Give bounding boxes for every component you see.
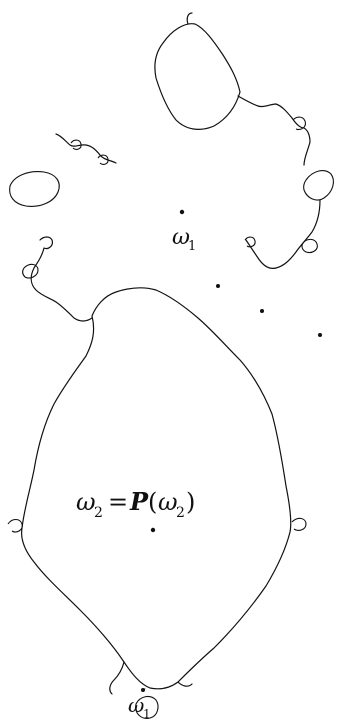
bottom-chain: [109, 661, 193, 695]
label-equals: =: [108, 488, 128, 516]
label-paren-close: ): [186, 488, 195, 516]
upper-right-spiral: [292, 116, 306, 131]
label-P: P: [129, 487, 149, 516]
left-middle-chain: [30, 236, 93, 322]
label-omega1-subscript: 1: [188, 239, 196, 254]
point-omega2: [150, 527, 156, 533]
left-blob: [9, 171, 60, 207]
bottom-blob: [135, 695, 159, 719]
point-orbit-b: [260, 309, 264, 313]
point-omega1-prime: [141, 688, 145, 692]
label-omega2-subscript: 2: [94, 505, 103, 521]
label-paren-open: (: [148, 488, 157, 516]
label-omega2: ω: [76, 488, 96, 516]
right-blob: [303, 170, 334, 201]
point-orbit-c: [318, 333, 322, 337]
main-right-spiral: [291, 517, 307, 531]
top-basin-spine: [186, 12, 193, 25]
top-basin-boundary: [154, 23, 241, 130]
right-lower-chain: [245, 199, 321, 269]
left-spiral-b: [70, 139, 82, 150]
point-omega1: [179, 209, 185, 215]
label-omega1: ω: [172, 225, 190, 250]
upper-left-chain: [55, 133, 117, 164]
label-omega2-inner-subscript: 2: [176, 505, 185, 521]
label-omega1-prime-mark: ′: [143, 687, 146, 702]
left-spiral-a: [97, 154, 109, 165]
right-spiral-2: [244, 236, 256, 248]
label-omega1-prime-subscript: 1: [143, 707, 151, 721]
main-basin-boundary: [21, 287, 292, 690]
right-small-blob: [301, 238, 318, 254]
label-omega2-inner: ω: [158, 488, 178, 516]
upper-right-chain: [237, 95, 311, 166]
main-left-spiral: [7, 518, 23, 533]
point-orbit-a: [216, 284, 220, 288]
label-omega1-prime: ω: [128, 693, 144, 717]
left-small-blob: [22, 263, 39, 279]
